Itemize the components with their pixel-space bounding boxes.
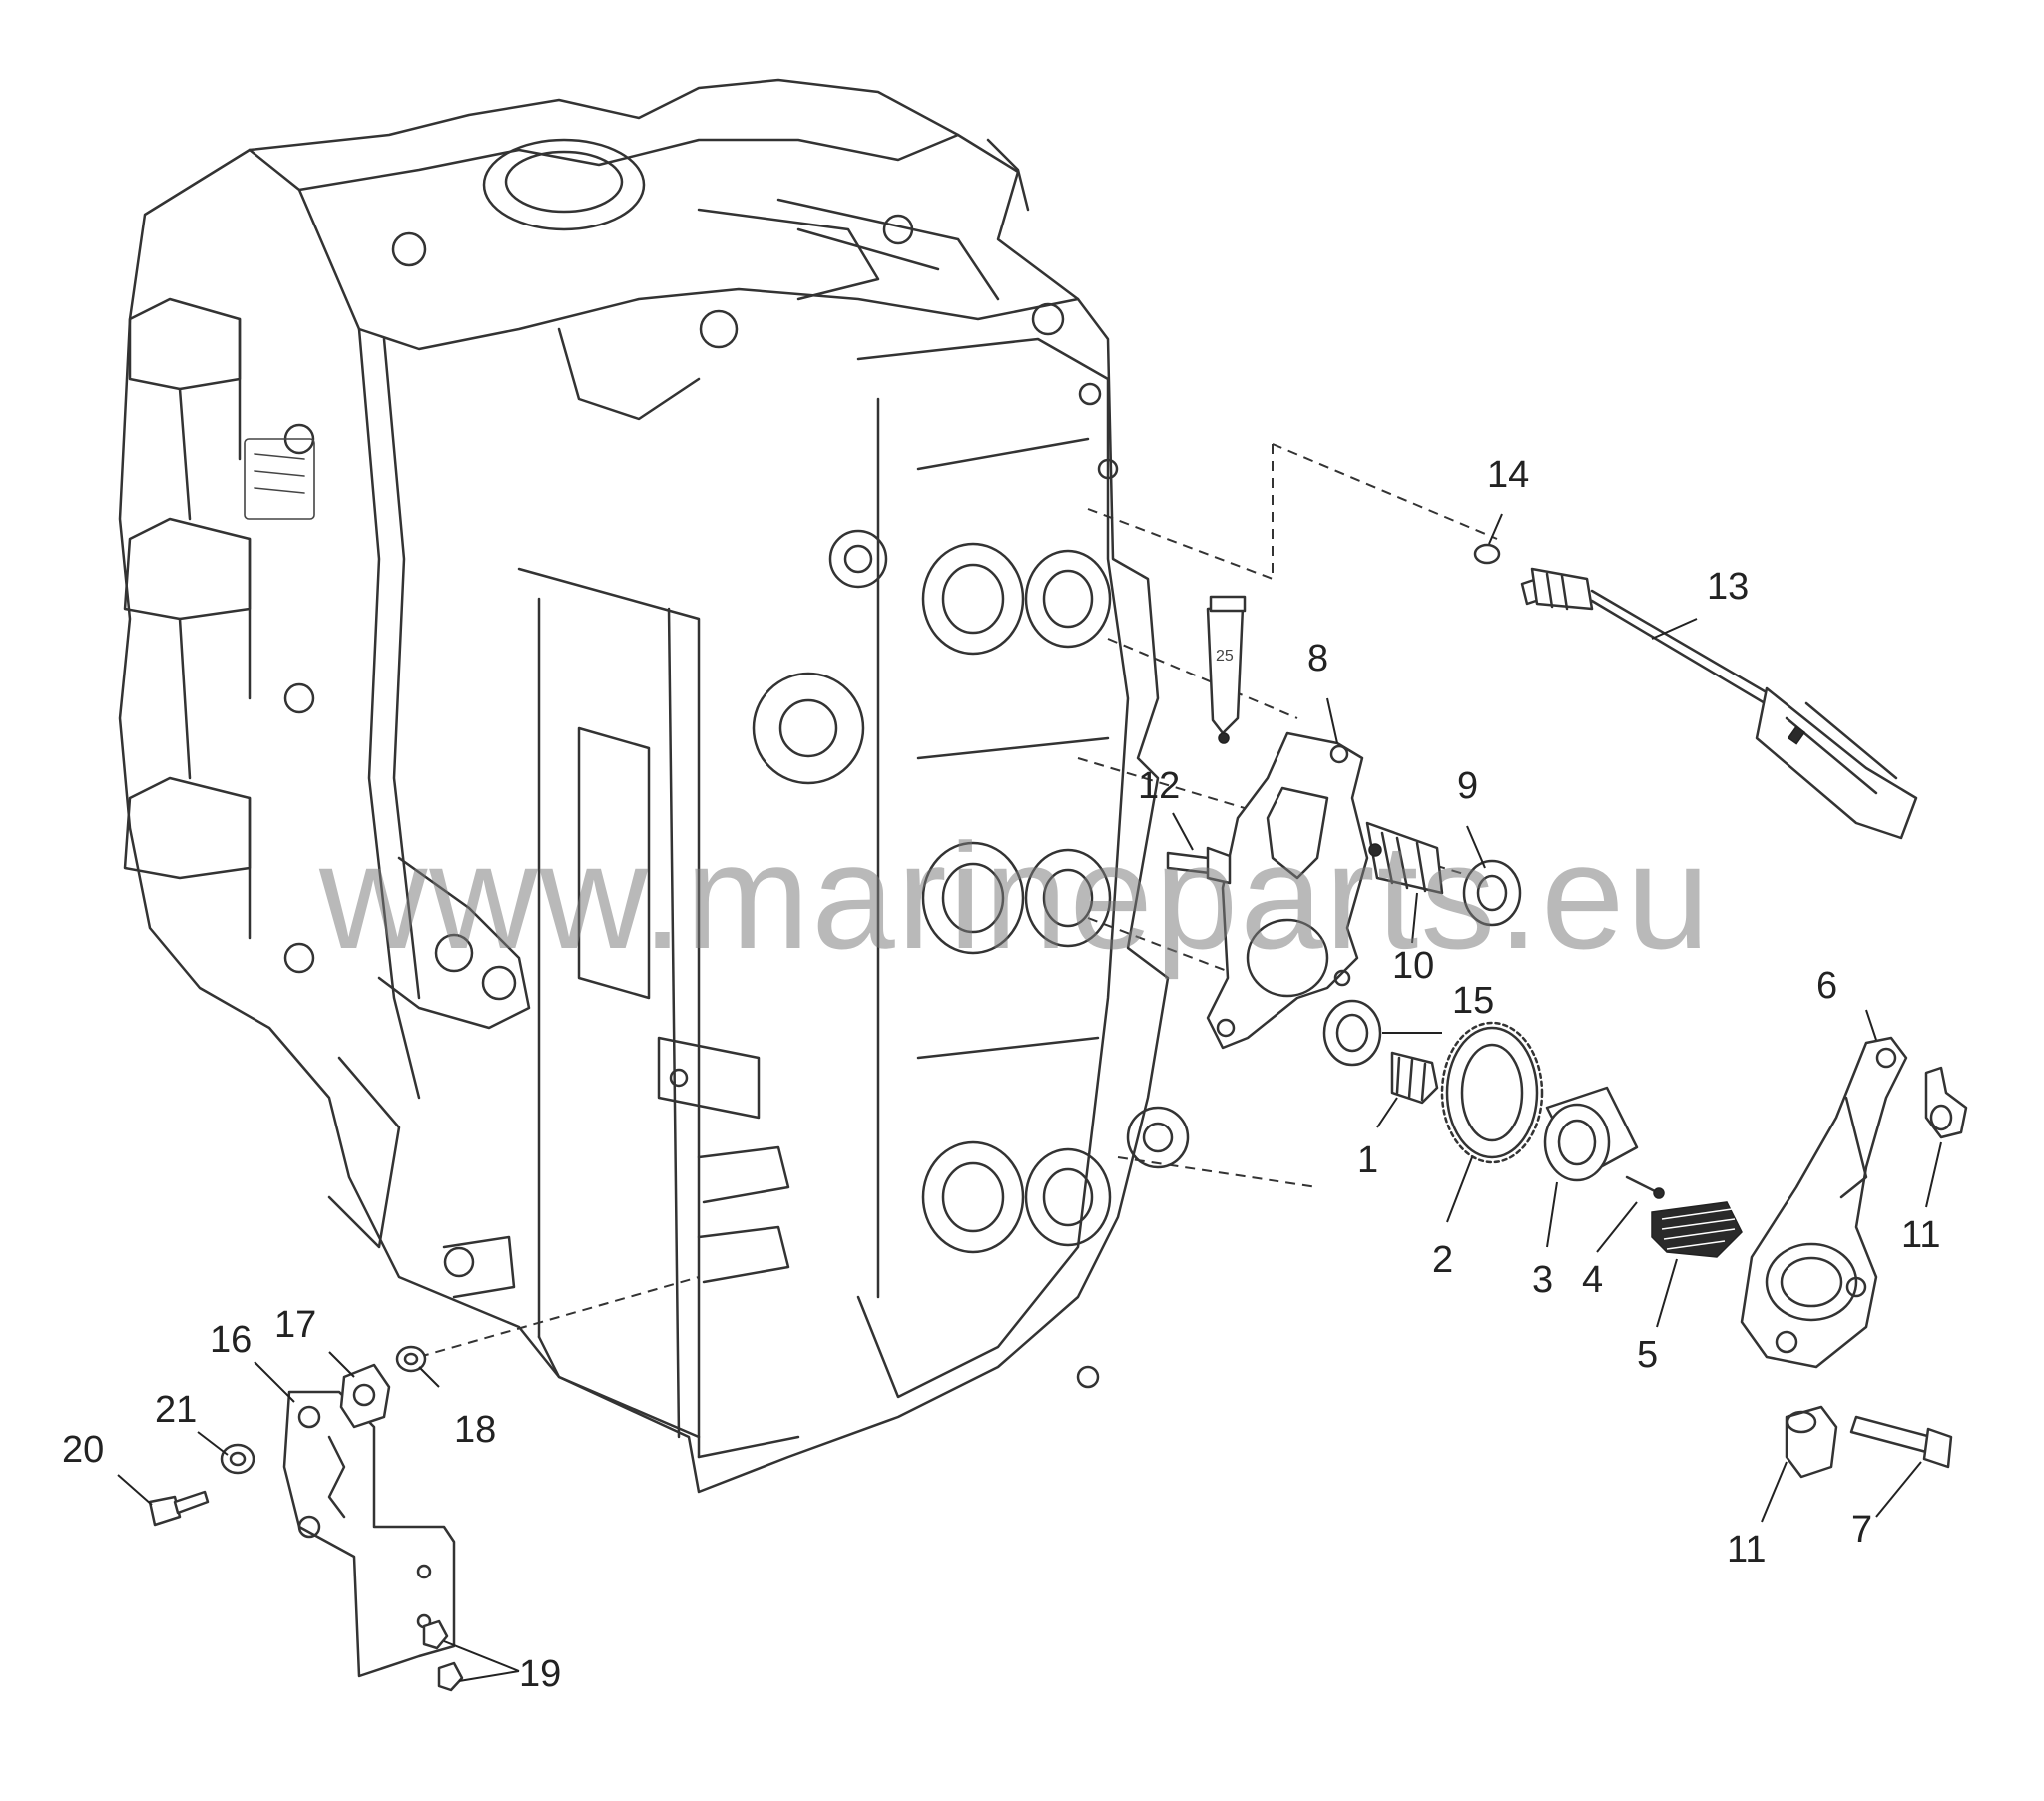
part-11-clip-upper (1924, 1066, 1968, 1139)
leader-lines (117, 513, 1942, 1682)
part-2-gear-ring (1440, 1021, 1544, 1164)
label-1: 1 (1357, 1139, 1378, 1181)
label-13: 13 (1707, 566, 1749, 608)
label-16: 16 (210, 1319, 252, 1361)
label-2: 2 (1432, 1239, 1453, 1281)
label-8: 8 (1307, 638, 1328, 679)
part-10-fitting (1365, 821, 1444, 895)
sealant-tube (1206, 595, 1247, 744)
part-7-bolt (1849, 1415, 1953, 1469)
part-4-pin (1625, 1175, 1665, 1199)
part-15-seal-ring (1322, 999, 1382, 1067)
part-14-o-ring (1473, 543, 1501, 565)
label-14: 14 (1487, 454, 1529, 496)
part-20-bolt (148, 1490, 210, 1527)
label-10: 10 (1392, 945, 1434, 987)
label-21: 21 (155, 1389, 197, 1431)
label-9: 9 (1457, 765, 1478, 807)
part-labels: 14 13 8 12 9 10 15 1 2 3 4 5 6 11 11 7 1… (62, 454, 1940, 1695)
label-20: 20 (62, 1429, 104, 1471)
part-18-washer (395, 1345, 427, 1373)
label-11-lower: 11 (1727, 1529, 1766, 1571)
label-7: 7 (1851, 1509, 1872, 1551)
label-19: 19 (519, 1653, 561, 1695)
label-18: 18 (454, 1409, 496, 1451)
label-15: 15 (1452, 980, 1494, 1022)
label-11-upper: 11 (1901, 1214, 1940, 1256)
part-5-spring (1651, 1201, 1743, 1258)
part-8-gasket (1206, 731, 1369, 1050)
label-5: 5 (1637, 1334, 1658, 1376)
watermark: www.marineparts.eu (318, 812, 1712, 980)
label-4: 4 (1582, 1259, 1603, 1301)
part-1-thermostat (1390, 1051, 1439, 1105)
part-6-cover (1740, 1036, 1908, 1369)
label-12: 12 (1138, 765, 1180, 807)
label-17: 17 (274, 1304, 316, 1346)
part-19-clips (422, 1619, 464, 1692)
part-13-sensor-harness (1520, 567, 1918, 840)
sealant-tube-label: 25 (1216, 648, 1234, 665)
part-11-clip-lower (1785, 1405, 1838, 1479)
part-21-washer (220, 1443, 256, 1475)
label-3: 3 (1532, 1259, 1553, 1301)
part-12-bolt (1166, 846, 1232, 885)
engine-block (118, 78, 1190, 1494)
part-9-grommet (1462, 859, 1522, 927)
part-3-sleeve (1543, 1086, 1639, 1182)
label-6: 6 (1816, 965, 1837, 1007)
part-17-nut (339, 1363, 391, 1429)
